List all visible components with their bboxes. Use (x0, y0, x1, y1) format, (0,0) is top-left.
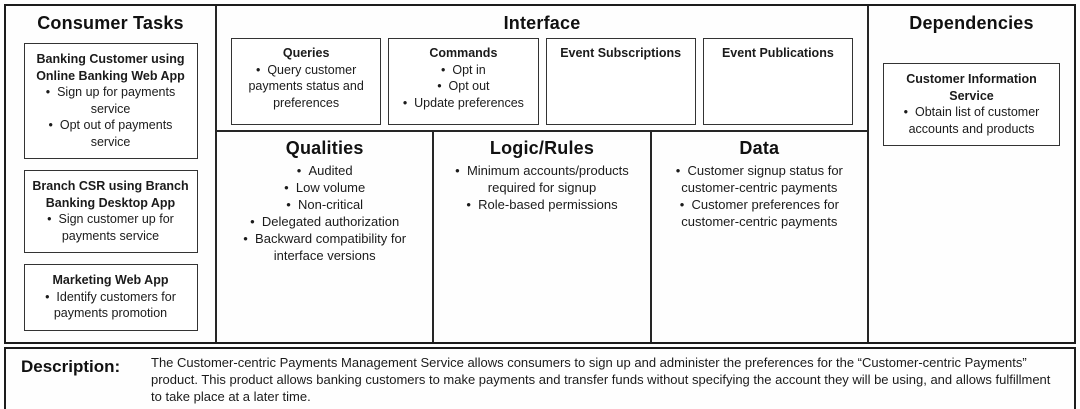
service-canvas-diagram: Consumer Tasks Banking Customer using On… (4, 0, 1076, 409)
data-item: Customer preferences for customer-centri… (662, 196, 857, 230)
consumer-task-item: Opt out of payments service (30, 117, 192, 150)
card-title: Event Publications (721, 46, 834, 60)
consumer-tasks-title: Consumer Tasks (37, 13, 184, 33)
card-title: Commands (429, 46, 498, 60)
quality-item: Non-critical (227, 196, 422, 213)
qualities-title: Qualities (285, 138, 364, 158)
interface-title: Interface (503, 13, 581, 33)
logic-rule-item: Role-based permissions (444, 196, 639, 213)
quality-item: Backward compatibility for interface ver… (227, 230, 422, 264)
data-section: Data Customer signup status for customer… (649, 132, 867, 342)
interface-cards-row: Queries Query customer payments status a… (231, 38, 853, 125)
interface-item: Opt in (393, 62, 533, 79)
interface-item: Update preferences (393, 95, 533, 112)
card-title: Branch CSR using Branch Banking Desktop … (32, 179, 189, 210)
logic-rules-title: Logic/Rules (489, 138, 595, 158)
dependency-item: Obtain list of customer accounts and pro… (889, 104, 1054, 137)
interface-section: Interface Queries Query customer payment… (217, 6, 867, 132)
interface-card-queries: Queries Query customer payments status a… (231, 38, 382, 125)
canvas-grid: Consumer Tasks Banking Customer using On… (4, 4, 1076, 344)
consumer-task-card-banking-customer: Banking Customer using Online Banking We… (23, 43, 198, 159)
dependencies-title: Dependencies (909, 13, 1034, 33)
consumer-task-card-marketing: Marketing Web App Identify customers for… (23, 264, 198, 331)
card-title: Marketing Web App (52, 273, 169, 287)
logic-rules-section: Logic/Rules Minimum accounts/products re… (432, 132, 649, 342)
consumer-task-item: Sign up for payments service (30, 84, 192, 117)
consumer-tasks-section: Consumer Tasks Banking Customer using On… (6, 6, 217, 342)
card-title: Customer Information Service (906, 72, 1037, 103)
card-title: Queries (282, 46, 330, 60)
dependency-card-customer-information-service: Customer Information Service Obtain list… (883, 63, 1060, 146)
card-title: Banking Customer using Online Banking We… (36, 52, 185, 83)
dependencies-section: Dependencies Customer Information Servic… (867, 6, 1074, 342)
consumer-task-card-branch-csr: Branch CSR using Branch Banking Desktop … (23, 170, 198, 253)
interface-card-event-publications: Event Publications (702, 38, 853, 125)
quality-item: Audited (227, 162, 422, 179)
interface-card-commands: Commands Opt in Opt out Update preferenc… (388, 38, 539, 125)
data-item: Customer signup status for customer-cent… (662, 162, 857, 196)
middle-bottom-row: Qualities Audited Low volume Non-critica… (217, 132, 867, 342)
consumer-task-item: Sign customer up for payments service (30, 211, 192, 244)
description-bar: Description: The Customer-centric Paymen… (4, 347, 1076, 409)
description-text: The Customer-centric Payments Management… (151, 355, 1051, 404)
logic-rule-item: Minimum accounts/products required for s… (444, 162, 639, 196)
quality-item: Low volume (227, 179, 422, 196)
middle-section: Interface Queries Query customer payment… (217, 6, 867, 342)
consumer-task-item: Identify customers for payments promotio… (30, 289, 192, 322)
qualities-section: Qualities Audited Low volume Non-critica… (217, 132, 432, 342)
interface-card-event-subscriptions: Event Subscriptions (545, 38, 696, 125)
quality-item: Delegated authorization (227, 213, 422, 230)
description-label: Description: (21, 357, 121, 376)
data-title: Data (739, 138, 780, 158)
card-title: Event Subscriptions (560, 46, 682, 60)
interface-item: Opt out (393, 78, 533, 95)
interface-item: Query customer payments status and prefe… (236, 62, 376, 112)
